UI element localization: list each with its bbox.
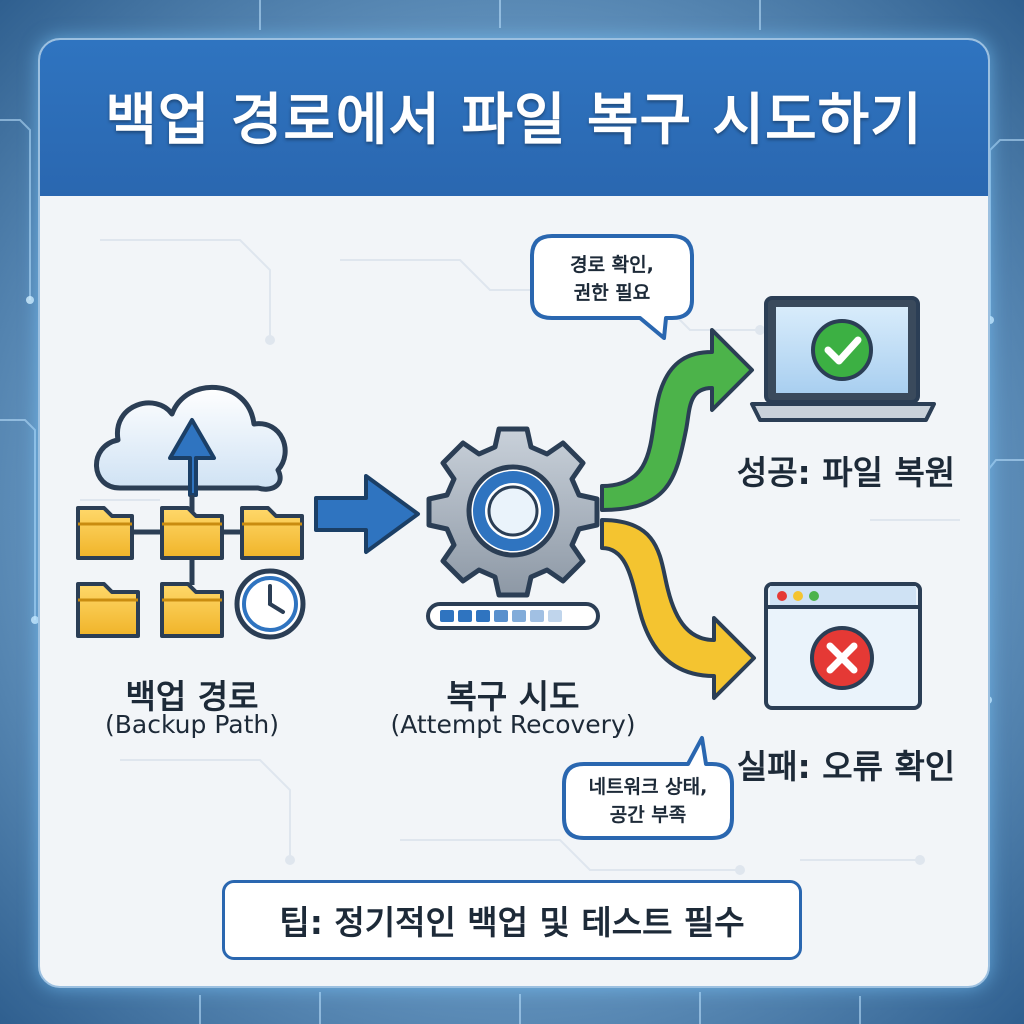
success-arrow bbox=[600, 328, 754, 512]
folder-icon bbox=[76, 582, 140, 638]
progress-bar bbox=[426, 602, 600, 630]
error-x-icon bbox=[810, 626, 874, 690]
check-icon bbox=[811, 319, 873, 381]
header-banner: 백업 경로에서 파일 복구 시도하기 bbox=[40, 40, 988, 196]
backup-path-sublabel: (Backup Path) bbox=[104, 710, 279, 739]
gear-icon bbox=[426, 426, 600, 598]
failure-label: 실패: 오류 확인 bbox=[736, 747, 956, 786]
tip-box: 팁: 정기적인 백업 및 테스트 필수 bbox=[222, 880, 802, 960]
cloud-upload-icon bbox=[94, 384, 288, 515]
success-label: 성공: 파일 복원 bbox=[736, 453, 956, 492]
recovery-sublabel: (Attempt Recovery) bbox=[390, 710, 636, 739]
tip-text: 팁: 정기적인 백업 및 테스트 필수 bbox=[279, 903, 745, 942]
folder-icon bbox=[76, 506, 134, 560]
flow-arrow bbox=[314, 474, 420, 554]
folder-icon bbox=[240, 506, 304, 560]
backup-path-label: 백업 경로 bbox=[125, 677, 259, 716]
recovery-label: 복구 시도 bbox=[446, 677, 580, 716]
failure-arrow bbox=[600, 518, 756, 700]
failure-callout-line1: 네트워크 상태, bbox=[588, 776, 708, 798]
failure-callout-bubble bbox=[562, 736, 734, 840]
success-callout-bubble bbox=[530, 234, 694, 340]
page-title: 백업 경로에서 파일 복구 시도하기 bbox=[105, 87, 923, 153]
folder-icon bbox=[160, 506, 224, 560]
success-callout-line1: 경로 확인, bbox=[570, 254, 654, 276]
success-callout-line2: 권한 필요 bbox=[573, 282, 651, 304]
clock-icon bbox=[234, 568, 306, 640]
failure-callout-line2: 공간 부족 bbox=[609, 804, 687, 826]
folder-icon bbox=[160, 582, 224, 638]
